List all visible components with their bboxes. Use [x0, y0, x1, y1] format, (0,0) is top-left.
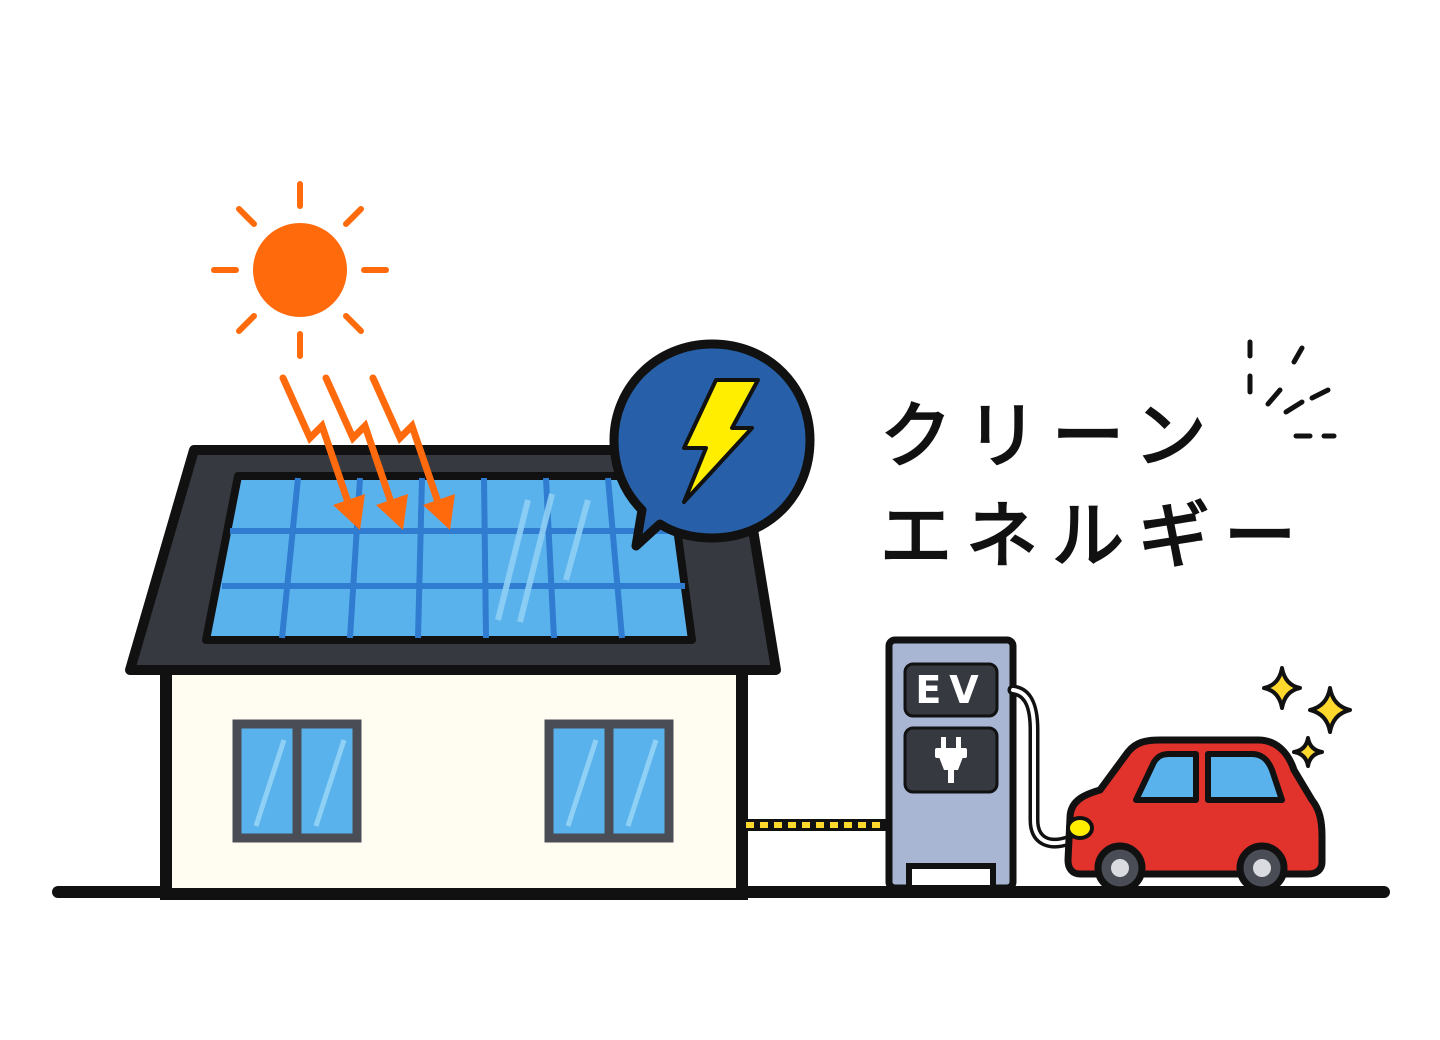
car-icon [1064, 736, 1326, 894]
house-window-right [544, 719, 674, 843]
sun-icon [211, 181, 389, 359]
headline-line-2: エネルギー [880, 494, 1311, 578]
headline-line-1: クリーン [880, 394, 1221, 478]
plug-icon [935, 737, 967, 783]
ev-charger: EV [885, 636, 1017, 892]
ev-label: EV [915, 668, 986, 712]
sunlight-arrows [279, 374, 444, 512]
energy-bubble [609, 339, 815, 551]
power-cable [746, 819, 890, 831]
sparkle-icon [1262, 666, 1352, 768]
lightning-bolt-icon [682, 378, 760, 504]
shine-lines [1247, 339, 1337, 439]
solar-panel [202, 472, 696, 644]
house-window-left [232, 719, 362, 843]
arrow-heads [333, 494, 455, 530]
charging-cord [1007, 684, 1076, 849]
